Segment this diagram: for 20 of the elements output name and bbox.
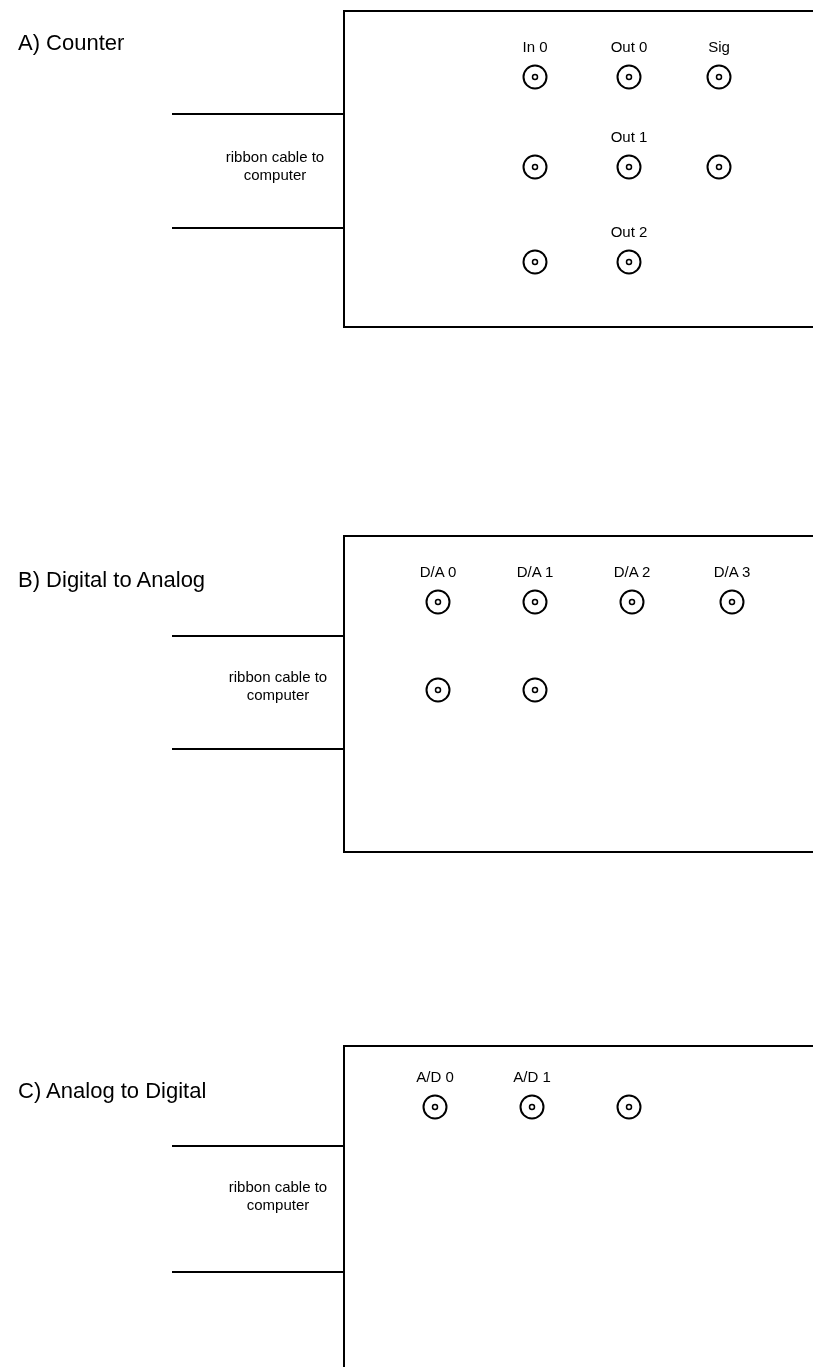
panel-box xyxy=(343,1045,813,1367)
port-label: In 0 xyxy=(522,38,548,56)
port-label: A/D 1 xyxy=(513,1068,551,1086)
port-label: D/A 1 xyxy=(516,563,554,581)
port-label: A/D 0 xyxy=(416,1068,454,1086)
panel-box xyxy=(343,10,813,328)
port-label: D/A 0 xyxy=(419,563,457,581)
section-title: B) Digital to Analog xyxy=(18,567,206,593)
cable-label: ribbon cable to computer xyxy=(228,1178,328,1214)
port-label: D/A 3 xyxy=(713,563,751,581)
section-title: C) Analog to Digital xyxy=(18,1078,207,1104)
panel-box xyxy=(343,535,813,853)
port-label: Sig xyxy=(708,38,730,56)
cable-label: ribbon cable to computer xyxy=(225,148,325,184)
section-title: A) Counter xyxy=(18,30,125,56)
cable-label: ribbon cable to computer xyxy=(228,668,328,704)
port-label: Out 0 xyxy=(610,38,648,56)
port-label: Out 2 xyxy=(610,223,648,241)
port-label: D/A 2 xyxy=(613,563,651,581)
port-label: Out 1 xyxy=(610,128,648,146)
